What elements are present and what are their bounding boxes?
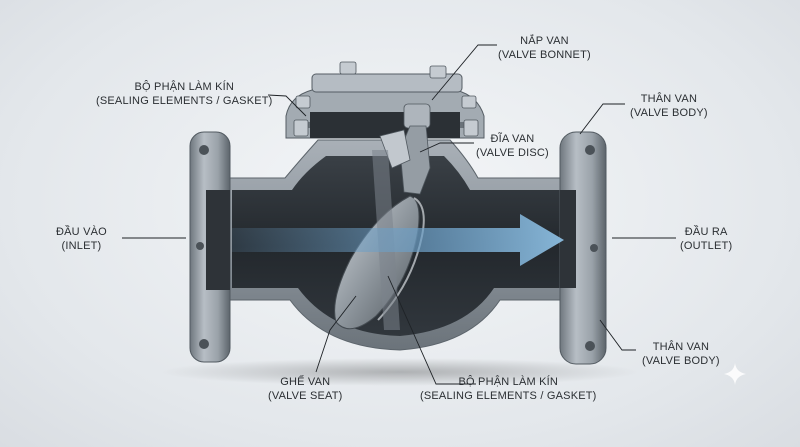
label-text: (VALVE DISC) (476, 147, 549, 159)
leader-gasket-top (267, 94, 307, 117)
label-text: (OUTLET) (680, 240, 733, 252)
leader-disc (419, 142, 474, 153)
label-text: BỘ PHẬN LÀM KÍN (134, 81, 235, 93)
label-text: THÂN VAN (640, 93, 698, 105)
label-text: (INLET) (61, 240, 102, 252)
label-valve-body-top: THÂN VAN (VALVE BODY) (630, 92, 708, 120)
flow-arrow (232, 214, 564, 266)
label-text: (SEALING ELEMENTS / GASKET) (96, 95, 273, 107)
label-text: (VALVE BONNET) (498, 49, 591, 61)
label-sealing-elements-top: BỘ PHẬN LÀM KÍN (SEALING ELEMENTS / GASK… (96, 80, 273, 108)
leader-body-top (579, 103, 625, 135)
label-text: THÂN VAN (652, 341, 710, 353)
label-sealing-elements-bottom: BỘ PHẬN LÀM KÍN (SEALING ELEMENTS / GASK… (420, 375, 597, 403)
label-inlet: ĐẦU VÀO (INLET) (56, 225, 107, 253)
label-text: ĐĨA VAN (490, 133, 535, 145)
leader-gasket-bottom (387, 275, 476, 385)
label-text: (VALVE BODY) (630, 107, 708, 119)
label-valve-bonnet: NẮP VAN (VALVE BONNET) (498, 34, 591, 62)
label-outlet: ĐẦU RA (OUTLET) (680, 225, 732, 253)
leader-lines (122, 44, 676, 385)
label-text: (VALVE SEAT) (268, 390, 343, 402)
inlet-flange (189, 131, 231, 363)
label-text: (VALVE BODY) (642, 355, 720, 367)
bonnet-bolts (293, 61, 479, 137)
outlet-flange (559, 131, 607, 365)
label-text: NẮP VAN (520, 35, 569, 47)
label-valve-seat: GHẾ VAN (VALVE SEAT) (268, 375, 343, 403)
label-text: ĐẦU VÀO (56, 226, 107, 238)
sparkle-icon (724, 363, 746, 385)
label-text: (SEALING ELEMENTS / GASKET) (420, 390, 597, 402)
leader-bonnet (431, 44, 497, 101)
label-text: ĐẦU RA (684, 226, 728, 238)
leader-seat (315, 295, 357, 373)
label-text: GHẾ VAN (280, 376, 331, 388)
leader-body-bottom (599, 319, 636, 351)
label-valve-body-bottom: THÂN VAN (VALVE BODY) (642, 340, 720, 368)
label-text: BỘ PHẬN LÀM KÍN (458, 376, 559, 388)
label-valve-disc: ĐĨA VAN (VALVE DISC) (476, 132, 549, 160)
ground-shadow (160, 358, 640, 386)
